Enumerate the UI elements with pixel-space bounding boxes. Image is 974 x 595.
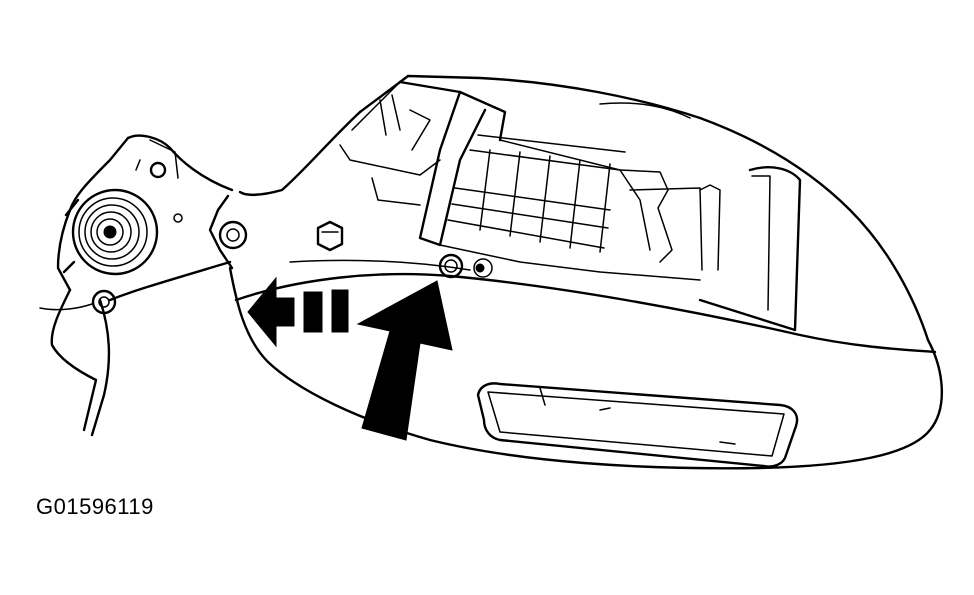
wire-frame-icon <box>339 80 721 281</box>
arrow-up-icon <box>356 280 453 441</box>
figure-id-label: G01596119 <box>36 494 154 519</box>
console-lid-icon <box>228 74 944 470</box>
storage-slot-icon <box>476 382 799 468</box>
spring-coil-icon <box>62 188 159 276</box>
arrow-left-icon <box>247 276 349 348</box>
fastener-icon <box>91 220 493 315</box>
latch-bracket-icon <box>39 134 234 437</box>
